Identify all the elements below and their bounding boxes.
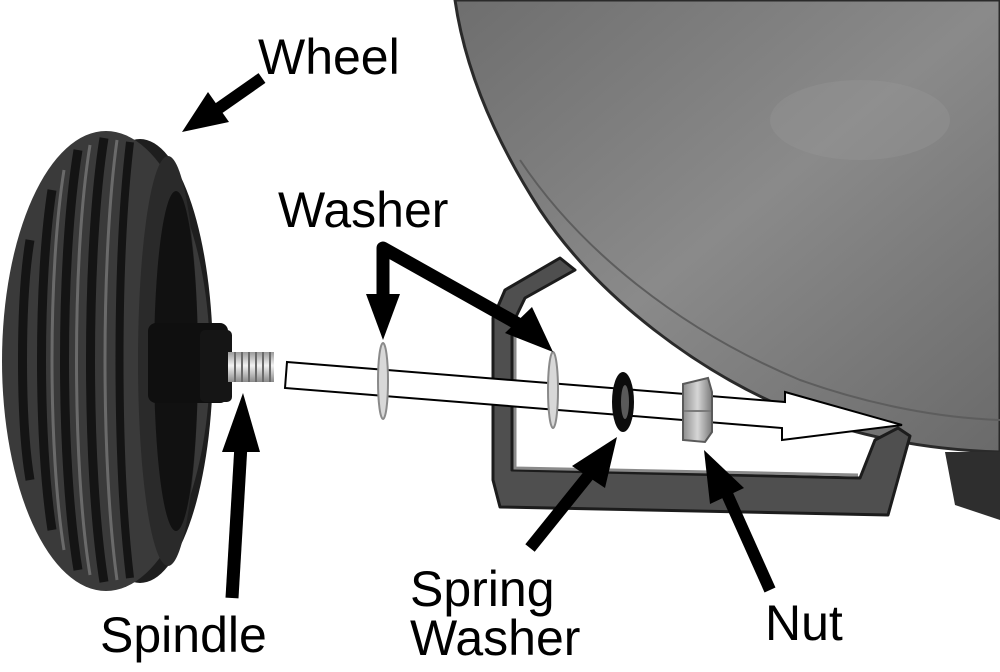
washer-2 [547, 351, 559, 429]
wheel-label: Wheel [258, 29, 400, 85]
washer-1 [377, 342, 389, 420]
spindle [148, 323, 274, 403]
spring-washer-label: Spring Washer [410, 561, 581, 666]
washer-label: Washer [278, 182, 449, 238]
spindle-label: Spindle [100, 607, 267, 663]
wheel-bracket [491, 256, 912, 517]
spring-washer-label-line-1: Spring [410, 561, 555, 617]
spring-washer [612, 372, 634, 432]
compressor-tank [453, 0, 1000, 520]
spring-washer-pointer-arrow [525, 437, 617, 552]
nut [682, 376, 713, 444]
nut-label: Nut [765, 595, 843, 651]
washer-pointer-arrows [366, 241, 553, 352]
wheel [2, 131, 213, 591]
spindle-pointer-arrow [222, 393, 260, 599]
wheel-pointer-arrow [182, 73, 266, 132]
nut-pointer-arrow [704, 450, 776, 593]
spring-washer-label-line-2: Washer [410, 610, 581, 666]
insertion-direction-arrow [283, 360, 903, 442]
